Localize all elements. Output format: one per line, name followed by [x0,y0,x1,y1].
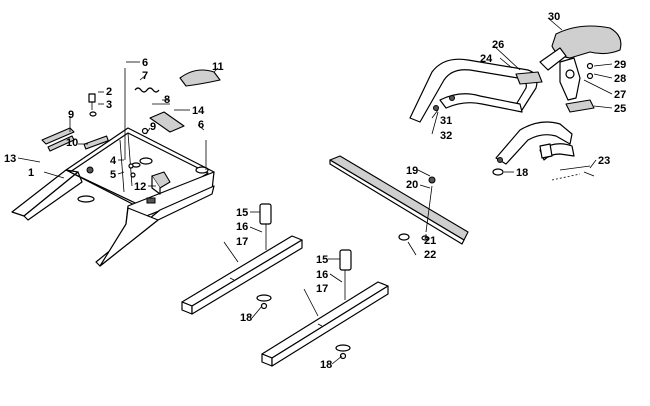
callout-18a: 18 [240,312,252,324]
callout-7: 7 [142,70,148,82]
callout-1: 1 [28,167,34,179]
callout-9b: 9 [150,121,156,133]
callout-5: 5 [110,169,116,181]
callout-15b: 15 [316,254,328,266]
callout-26: 26 [492,39,504,51]
callout-23: 23 [598,155,610,167]
callout-24: 24 [480,53,493,65]
callout-16a: 16 [236,221,248,233]
callout-12: 12 [134,181,146,193]
callout-4: 4 [110,155,117,167]
callout-17a: 17 [236,236,248,248]
callout-2: 2 [106,86,112,98]
callout-28: 28 [614,73,626,85]
callout-17b: 17 [316,283,328,295]
callout-9a: 9 [68,109,74,121]
callout-18b: 18 [320,359,332,371]
callout-30: 30 [548,11,560,23]
grab-bar-assembly [409,25,622,181]
runner-rail-upper [181,203,303,315]
callout-10: 10 [66,137,78,149]
callout-14: 14 [192,105,205,117]
panel-assembly [329,155,469,245]
callout-16b: 16 [316,269,328,281]
callout-6b: 6 [198,119,204,131]
callout-25: 25 [614,103,626,115]
leader-lines [17,17,613,365]
callout-29: 29 [614,59,626,71]
rack-base-assembly [11,68,221,267]
callout-labels: 1 2 3 4 5 6 6 7 8 9 9 10 11 12 13 14 15 … [4,11,626,371]
callout-6a: 6 [142,57,148,69]
callout-32: 32 [440,130,452,142]
callout-31: 31 [440,115,452,127]
callout-20: 20 [406,179,418,191]
callout-27: 27 [614,89,626,101]
callout-8: 8 [164,94,170,106]
callout-18c: 18 [516,167,528,179]
callout-13: 13 [4,153,16,165]
callout-19: 19 [406,165,418,177]
callout-15a: 15 [236,207,248,219]
callout-22: 22 [424,249,436,261]
callout-21: 21 [424,235,436,247]
runner-rail-lower [261,249,389,367]
callout-11: 11 [212,61,224,73]
callout-3: 3 [106,99,112,111]
